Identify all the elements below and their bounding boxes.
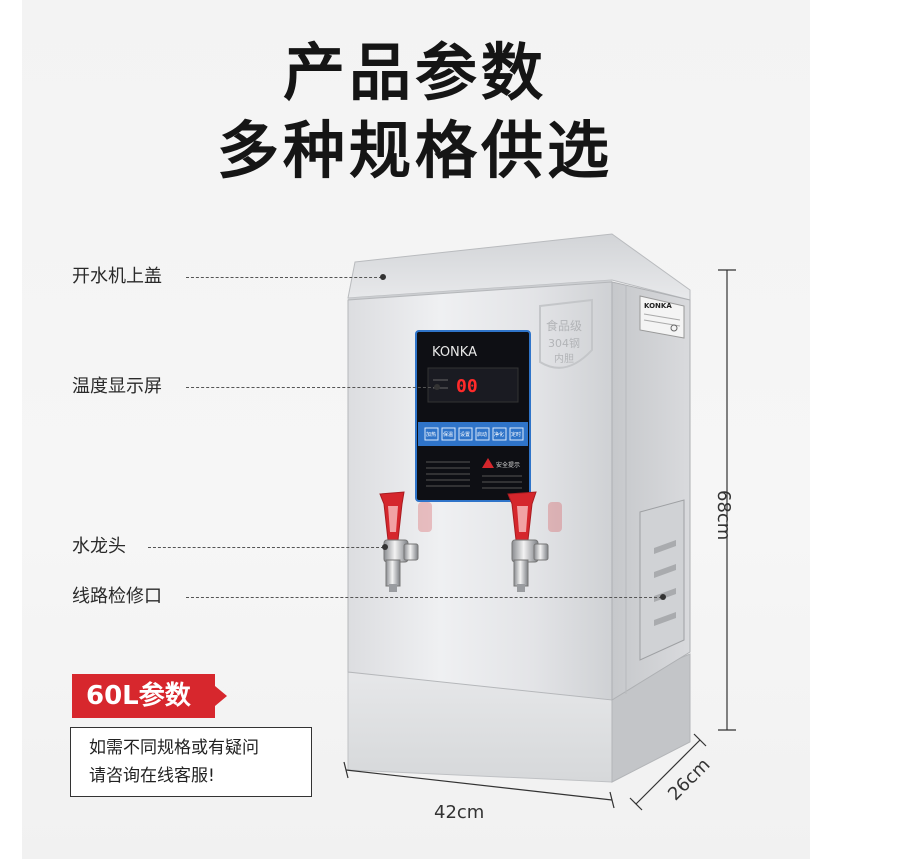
left-faucet <box>379 491 419 592</box>
badge-text-1: 食品级 <box>546 318 582 333</box>
callout-lid: 开水机上盖 <box>72 266 162 287</box>
leader-maintenance <box>186 597 662 598</box>
contact-note: 如需不同规格或有疑问 请咨询在线客服! <box>70 727 312 797</box>
warning-title: 安全提示 <box>496 461 520 469</box>
contact-note-line1: 如需不同规格或有疑问 <box>89 738 259 758</box>
warning-icon <box>482 458 494 468</box>
side-label-sticker: KONKA <box>639 295 685 339</box>
headline-subtitle: 多种规格供选 <box>216 114 613 187</box>
panel-button-3: 设置 <box>460 431 470 438</box>
leader-dot-lid <box>380 274 386 280</box>
contact-note-line2: 请咨询在线客服! <box>89 766 215 786</box>
maintenance-hatch <box>639 499 685 661</box>
height-label: 68cm <box>713 490 734 541</box>
food-grade-badge: 食品级 304钢 内胆 <box>539 298 593 369</box>
badge-text-3: 内胆 <box>554 352 574 365</box>
headline-title: 产品参数 <box>282 36 547 109</box>
leader-display <box>186 387 436 388</box>
badge-text-2: 304钢 <box>548 337 580 350</box>
svg-text:KONKA: KONKA <box>644 302 672 310</box>
brand-logo: KONKA <box>432 345 477 360</box>
panel-button-2: 保温 <box>443 431 453 438</box>
width-dimension-line <box>343 761 615 809</box>
callout-display: 温度显示屏 <box>72 376 162 397</box>
panel-button-4: 启动 <box>477 431 487 438</box>
height-dimension-line <box>718 269 736 731</box>
callout-faucet: 水龙头 <box>72 536 126 557</box>
panel-button-1: 加热 <box>426 431 436 438</box>
width-label: 42cm <box>434 802 485 823</box>
leader-dot-maintenance <box>660 594 666 600</box>
right-faucet <box>507 491 549 592</box>
temperature-display-readout: 00 <box>456 376 478 397</box>
depth-dimension-line <box>629 733 707 811</box>
leader-lid <box>186 277 382 278</box>
callout-maintenance: 线路检修口 <box>72 586 162 607</box>
panel-button-5: 净化 <box>494 431 504 438</box>
leader-dot-display <box>434 384 440 390</box>
leader-faucet <box>148 547 384 548</box>
base-stand <box>347 653 691 783</box>
control-panel: KONKA 00 加热 保温 设置 启动 净化 定时 安全提示 <box>415 330 531 502</box>
panel-button-6: 定时 <box>511 431 521 438</box>
leader-dot-faucet <box>382 544 388 550</box>
spec-tag: 60L参数 <box>72 674 227 718</box>
